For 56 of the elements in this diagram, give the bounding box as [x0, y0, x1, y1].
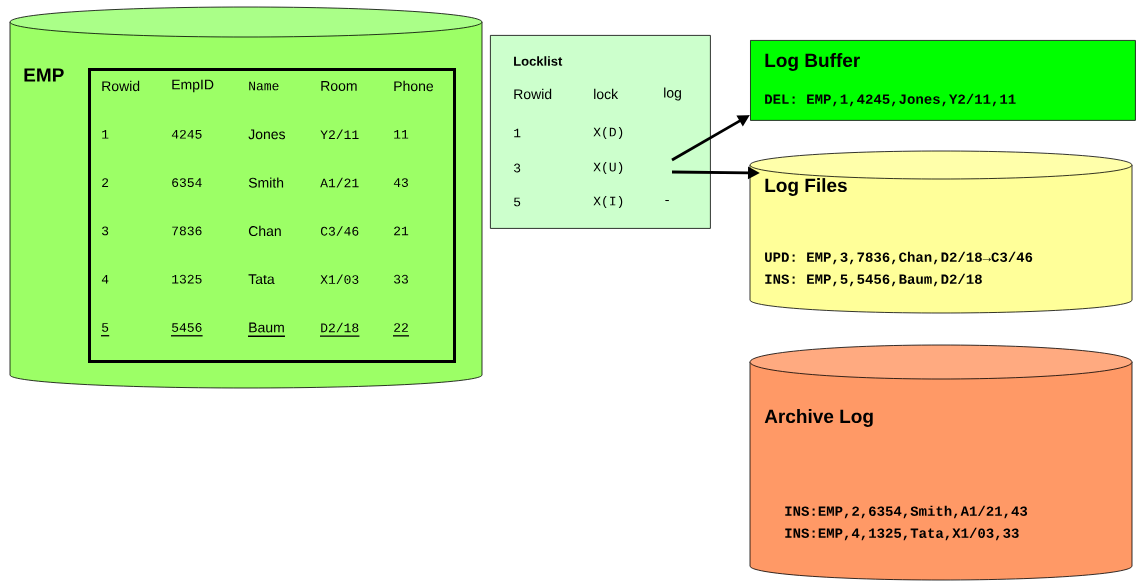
table-value: C3/46: [320, 226, 359, 236]
table-value: Baum: [247, 322, 286, 337]
store-title: Log Buffer: [765, 53, 860, 71]
column-header: Rowid: [514, 88, 552, 100]
table-frame: [88, 68, 456, 363]
table-value: X1/03: [320, 274, 359, 284]
log-entry: DEL: EMP,1,4245,Jones,Y2/11,11: [765, 93, 1016, 107]
table-value: X(I): [593, 195, 623, 209]
column-header: Rowid: [102, 80, 140, 92]
column-header: Name: [249, 81, 279, 91]
table-value: 7836: [172, 226, 202, 236]
table-value: Chan: [248, 225, 281, 237]
table-value: X(D): [593, 126, 623, 140]
column-header: Room: [321, 81, 357, 91]
table-value: 4245: [171, 129, 202, 139]
log-entry: INS:EMP,2,6354,Smith,A1/21,43: [785, 505, 1028, 519]
table-value: D2/18: [319, 322, 361, 337]
table-value: Smith: [248, 177, 284, 188]
database-cylinder: [9, 6, 483, 389]
column-header: Phone: [394, 80, 434, 92]
table-value: 4: [101, 274, 109, 284]
column-header: EmpID: [172, 79, 214, 93]
store-title: Archive Log: [764, 409, 873, 427]
log-entry: INS: EMP,5,5456,Baum,D2/18: [765, 273, 982, 287]
table-value: 22: [392, 323, 410, 337]
list-title: Locklist: [514, 56, 563, 66]
store-title: Log Files: [765, 178, 847, 196]
table-value: A1/21: [320, 177, 359, 188]
store-title: EMP: [24, 68, 64, 82]
table-value: 3: [514, 163, 521, 173]
table-value: 43: [393, 178, 408, 187]
column-header: log: [664, 87, 681, 101]
table-value: X(U): [593, 161, 623, 175]
table-value: -: [665, 200, 669, 202]
table-value: 5456: [170, 323, 204, 337]
table-value: 1325: [172, 274, 202, 284]
table-value: 6354: [172, 178, 202, 187]
table-value: 11: [394, 130, 409, 139]
table-value: 5: [514, 197, 521, 207]
table-value: 3: [102, 226, 109, 236]
column-header: lock: [594, 88, 619, 100]
database-cylinder: [749, 150, 1133, 314]
table-value: 1: [102, 130, 109, 139]
table-value: 1: [514, 128, 521, 138]
table-value: 2: [102, 178, 109, 187]
log-entry: UPD: EMP,3,7836,Chan,D2/18→C3/46: [765, 251, 1033, 265]
database-cylinder: [749, 344, 1133, 581]
list-box: [490, 35, 711, 229]
table-value: 33: [394, 274, 408, 284]
log-entry: INS:EMP,4,1325,Tata,X1/03,33: [785, 527, 1019, 541]
table-value: Tata: [248, 274, 275, 285]
list-box: [750, 40, 1136, 121]
table-value: Jones: [248, 129, 286, 140]
table-value: 21: [394, 226, 409, 236]
table-value: Y2/11: [320, 129, 359, 140]
table-value: 5: [100, 323, 110, 337]
